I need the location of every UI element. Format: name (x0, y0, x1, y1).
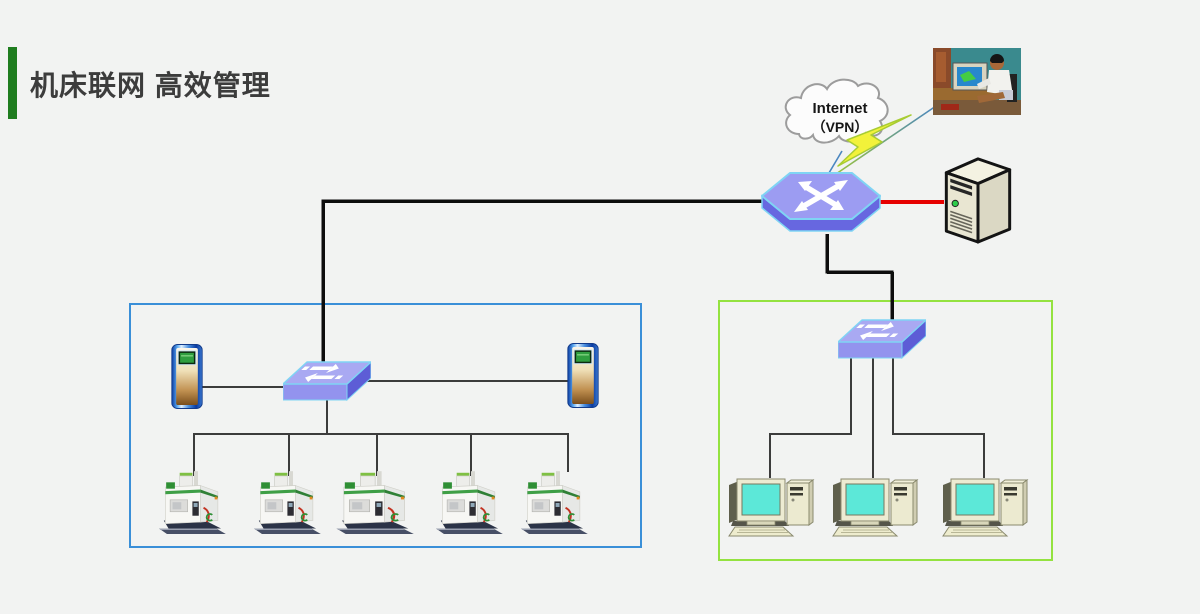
remote-vpn-link (832, 105, 937, 177)
dnc-terminal-left (171, 344, 203, 409)
cloud-label-internet: Internet (812, 100, 868, 117)
workshop-switch-icon (283, 356, 371, 402)
office-computer-2 (831, 474, 919, 540)
desktop-pc-icon (727, 474, 815, 540)
office-zone-box (718, 300, 1053, 561)
cnc-machine-2 (249, 468, 329, 538)
pc-drop-3 (891, 350, 986, 478)
cnc-machine-icon (154, 468, 234, 538)
router-icon (759, 164, 883, 240)
remote-user-photo (933, 48, 1021, 115)
workshop-zone-box (129, 303, 642, 548)
cnc-machine-1 (154, 468, 234, 538)
cloud-labels: Internet （VPN） (779, 74, 901, 160)
router-office-trunk-link (825, 234, 894, 336)
cnc-machine-icon (249, 468, 329, 538)
remote-user-photo-icon (933, 48, 1021, 115)
cloud-label-vpn: （VPN） (811, 119, 869, 135)
pc-drop-1 (768, 350, 853, 478)
cnc-machine-icon (431, 468, 511, 538)
cnc-machine-3 (331, 468, 423, 538)
lightning-bolt-icon (837, 114, 912, 167)
cnc-machine-icon (516, 468, 596, 538)
office-switch-icon (838, 314, 926, 360)
internet-cloud-icon (784, 78, 889, 144)
desktop-pc-icon (831, 474, 919, 540)
office-switch-device (838, 314, 926, 360)
router-device (759, 164, 883, 240)
dnc-terminal-icon (171, 344, 203, 409)
dnc-terminal-icon (567, 343, 599, 408)
internet-cloud: Internet （VPN） (779, 74, 901, 160)
desktop-pc-icon (941, 474, 1029, 540)
machine-bus-line (192, 432, 570, 476)
server-icon (941, 148, 1015, 245)
cnc-machine-4 (431, 468, 511, 538)
cnc-machine-icon (331, 468, 423, 538)
title-accent-bar (8, 47, 17, 119)
office-computer-3 (941, 474, 1029, 540)
router-workshop-trunk-link (321, 199, 762, 372)
dnc-terminal-right (567, 343, 599, 408)
cnc-machine-5 (516, 468, 596, 538)
workshop-switch-device (283, 356, 371, 402)
office-computer-1 (727, 474, 815, 540)
page-title: 机床联网 高效管理 (30, 70, 271, 101)
server-device (941, 148, 1015, 245)
